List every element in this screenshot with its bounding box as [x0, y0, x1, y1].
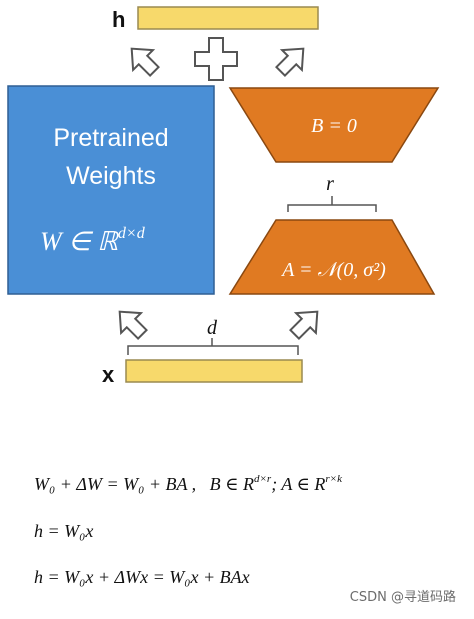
arrow-up-right-icon	[275, 47, 305, 77]
r-label: r	[326, 173, 334, 195]
formula-line-1: W₀ + ΔW = W₀ + BA , B ∈ Rd×r; A ∈ Rr×k	[34, 473, 342, 494]
w-formula: W ∈ ℝd×d	[40, 225, 146, 256]
h-output-bar	[137, 6, 319, 30]
x-input-bar	[125, 359, 303, 383]
d-bracket	[127, 338, 299, 355]
matrix-b-trapezoid	[228, 87, 440, 163]
arrow-up-left-icon	[130, 47, 160, 77]
pretrained-label: Pretrained	[53, 124, 168, 152]
plus-icon	[194, 37, 238, 81]
matrix-a-trapezoid	[228, 219, 436, 295]
arrow-up-right-icon	[118, 310, 148, 340]
h-label: h	[112, 7, 125, 32]
lora-diagram: h Pretrained Weights W ∈ ℝd×d B = 0 r A …	[7, 6, 440, 387]
x-label: x	[102, 362, 115, 387]
formula-line-3: h = W₀x + ΔWx = W₀x + BAx	[34, 567, 250, 587]
b-label: B = 0	[311, 115, 357, 137]
arrow-up-right-icon	[289, 310, 319, 340]
pretrained-weights-box	[7, 85, 215, 295]
r-bracket	[287, 196, 377, 212]
d-label: d	[207, 317, 218, 339]
watermark: CSDN @寻道码路	[349, 590, 456, 605]
weights-label: Weights	[66, 162, 156, 190]
formula-line-2: h = W₀x	[34, 521, 94, 541]
a-label: A = 𝒩(0, σ²)	[280, 259, 386, 281]
